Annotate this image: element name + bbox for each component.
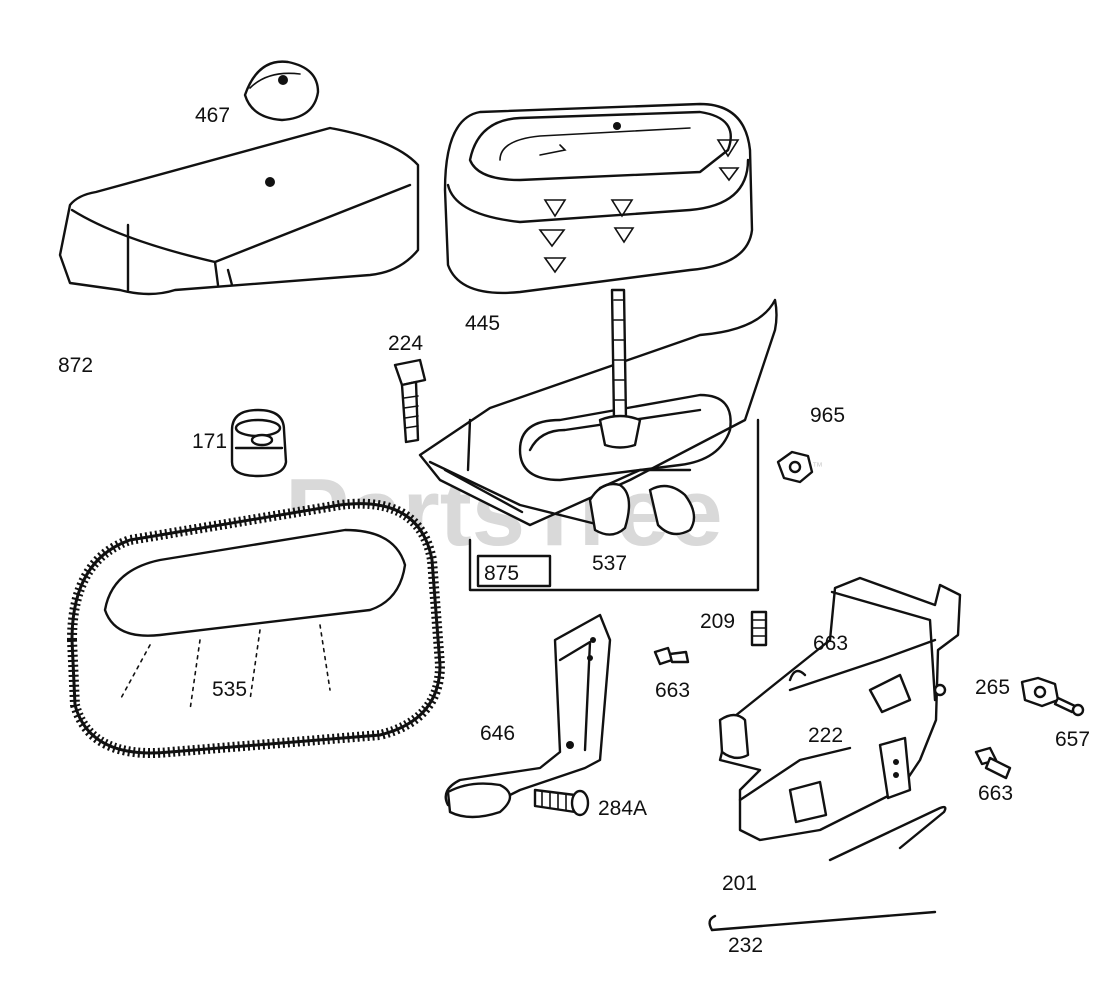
label-284a: 284A [598,797,647,820]
part-965-nut[interactable] [776,450,814,484]
label-965: 965 [810,404,845,427]
part-657-screw[interactable] [1053,696,1085,717]
part-537-breather-tube[interactable] [588,288,696,536]
part-872-cover[interactable] [58,126,420,296]
label-872: 872 [58,354,93,377]
label-875: 875 [484,562,519,585]
label-171: 171 [192,430,227,453]
part-265-clamp[interactable] [1020,676,1060,708]
label-445: 445 [465,312,500,335]
label-535: 535 [212,678,247,701]
part-224-screw[interactable] [393,358,427,444]
part-209-spring[interactable] [750,610,768,647]
label-663-c: 663 [978,782,1013,805]
part-232-link[interactable] [708,910,937,932]
label-657: 657 [1055,728,1090,751]
part-222-control-plate[interactable] [718,576,962,842]
label-265: 265 [975,676,1010,699]
label-537: 537 [592,552,627,575]
part-663-screw-b[interactable] [653,646,690,666]
label-663-a: 663 [813,632,848,655]
part-663-screw-c[interactable] [974,746,1012,780]
label-209: 209 [700,610,735,633]
label-201: 201 [722,872,757,895]
watermark-trademark: ™ [812,461,823,473]
label-663-b: 663 [655,679,690,702]
label-467: 467 [195,104,230,127]
label-222: 222 [808,724,843,747]
part-445-filter[interactable] [443,102,754,295]
part-467-knob[interactable] [243,60,320,122]
part-646-bracket[interactable] [444,613,612,819]
label-224: 224 [388,332,423,355]
part-875-base[interactable] [418,298,778,592]
part-284a-screw[interactable] [533,788,590,817]
part-201-spring[interactable] [828,805,947,862]
part-171-spacer[interactable] [230,408,288,478]
label-232: 232 [728,934,763,957]
part-535-pre-cleaner[interactable] [66,498,446,758]
label-646: 646 [480,722,515,745]
